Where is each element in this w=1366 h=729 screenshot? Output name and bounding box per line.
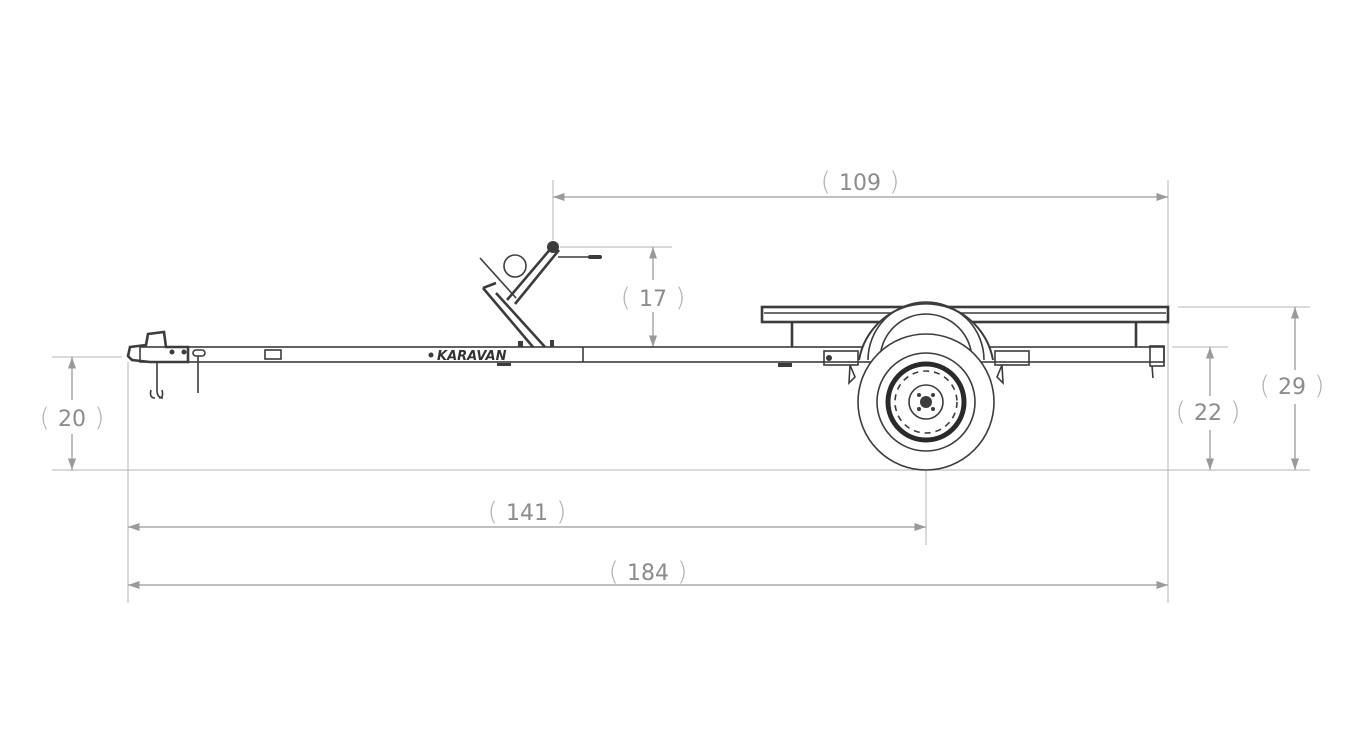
- karavan-logo: KARAVAN: [437, 349, 507, 364]
- extension-lines: [52, 180, 1310, 603]
- dimension-22: ( 22 ): [1175, 347, 1243, 470]
- dimension-29: ( 29 ): [1260, 307, 1328, 470]
- dimension-label: 20: [58, 407, 86, 432]
- wheel: [857, 333, 995, 471]
- svg-text:( 17 ): ( 17 ): [621, 283, 686, 313]
- hitch-coupler: [126, 330, 206, 399]
- dimension-label: 141: [506, 501, 548, 526]
- dimension-109: ( 109 ): [553, 167, 1168, 202]
- svg-text:( 29 ): ( 29 ): [1260, 371, 1325, 401]
- dimension-184: ( 184 ): [127, 557, 1168, 590]
- dimension-label: 17: [639, 287, 667, 312]
- dimension-20: ( 20 ): [40, 357, 106, 470]
- svg-text:( 184 ): ( 184 ): [609, 557, 688, 587]
- winch-stand: [479, 241, 602, 348]
- dimension-label: 29: [1278, 375, 1306, 400]
- svg-text:( 20 ): ( 20 ): [40, 403, 105, 433]
- dimension-141: ( 141 ): [127, 497, 926, 532]
- trailer-drawing: KARAVAN: [126, 241, 1170, 471]
- svg-text:( 141 ): ( 141 ): [488, 497, 567, 527]
- dimension-17: ( 17 ): [620, 247, 686, 347]
- svg-text:( 22 ): ( 22 ): [1176, 397, 1241, 427]
- dimension-label: 184: [627, 561, 669, 586]
- frame-tube: [139, 346, 1165, 363]
- dimension-label: 22: [1194, 401, 1222, 426]
- dimension-label: 109: [839, 171, 881, 196]
- svg-text:( 109 ): ( 109 ): [821, 167, 900, 197]
